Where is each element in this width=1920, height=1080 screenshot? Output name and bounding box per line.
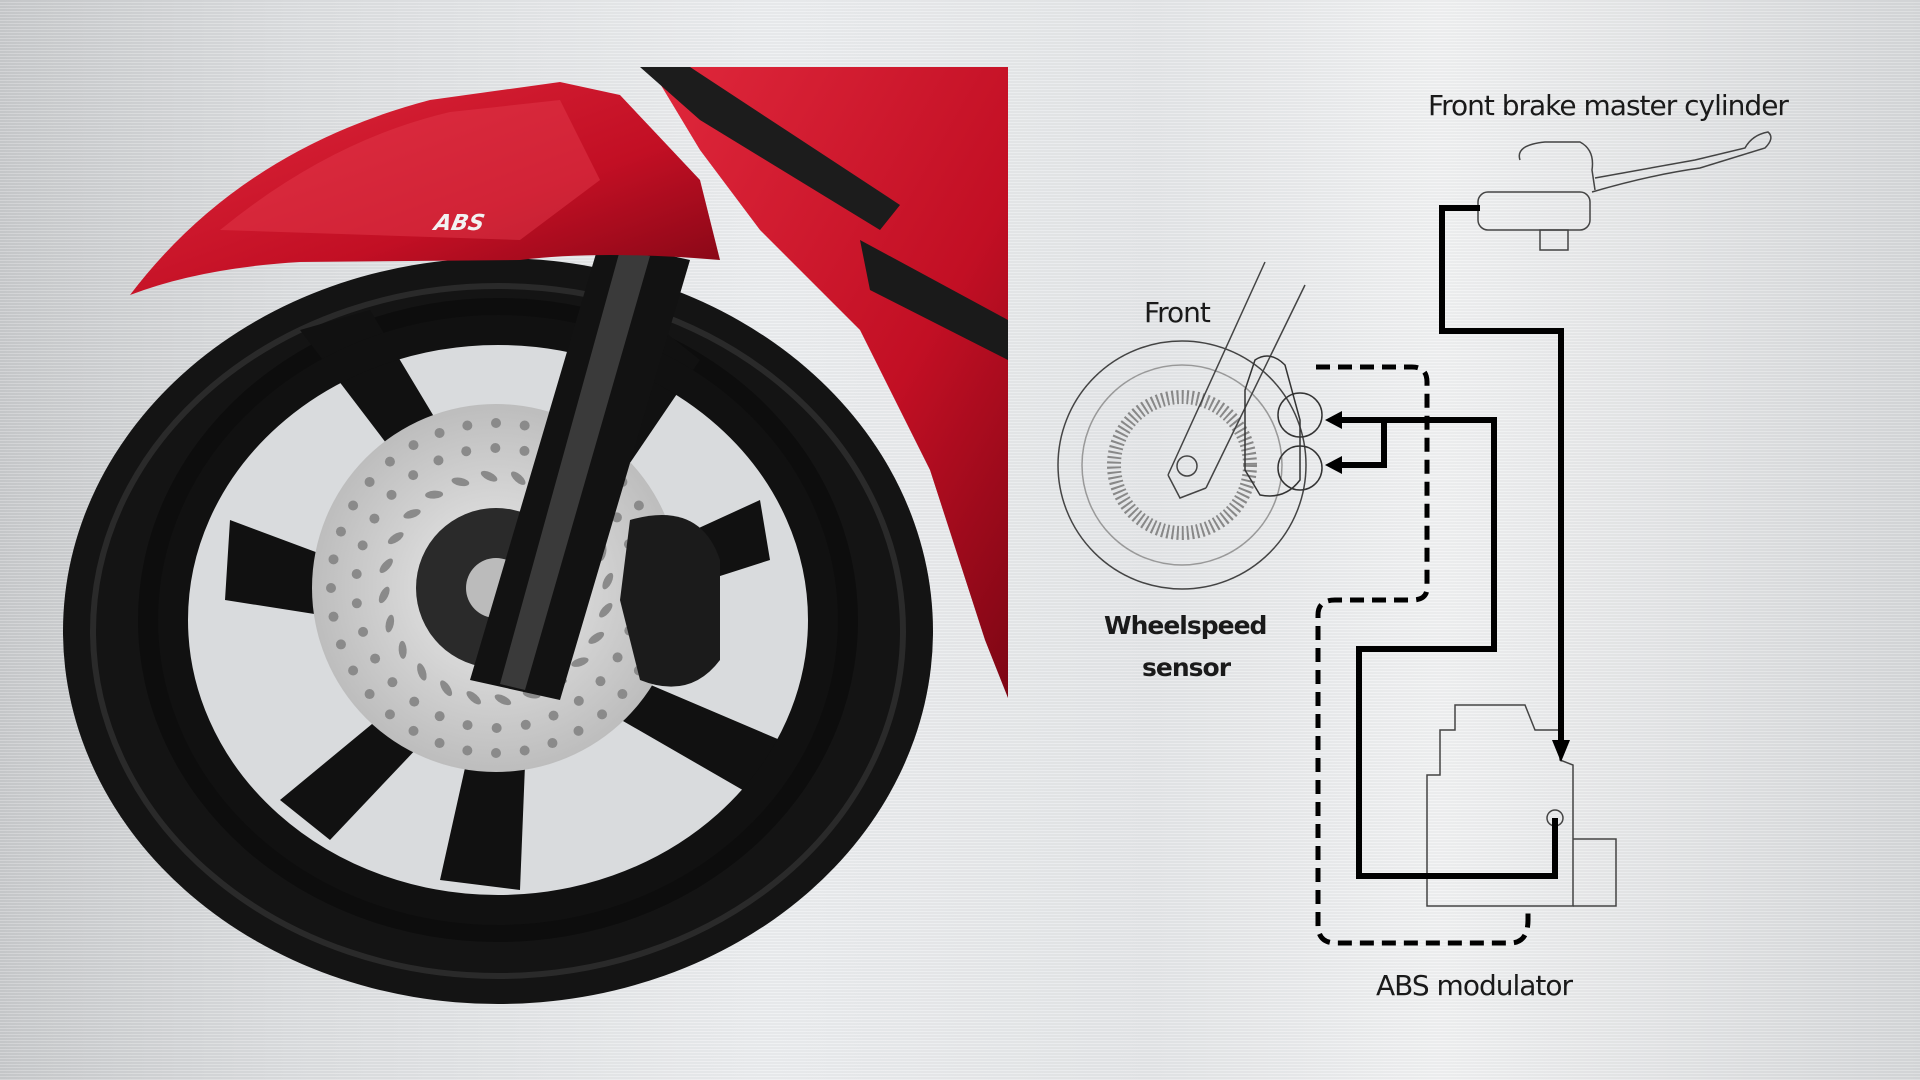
- disc-vent-hole: [490, 443, 501, 454]
- disc-vent-hole: [462, 720, 473, 731]
- flow-arrows: [1325, 411, 1570, 762]
- disc-vent-hole: [595, 676, 606, 687]
- disc-vent-hole: [348, 500, 359, 511]
- disc-vent-hole: [548, 710, 559, 721]
- disc-vent-hole: [408, 440, 419, 451]
- disc-vent-hole: [358, 626, 369, 637]
- disc-vent-hole: [425, 490, 444, 499]
- disc-vent-hole: [384, 709, 395, 720]
- disc-vent-hole: [348, 665, 359, 676]
- disc-vent-hole: [461, 446, 472, 457]
- disc-vent-hole: [612, 652, 623, 663]
- disc-vent-hole: [520, 719, 531, 730]
- disc-vent-hole: [369, 513, 380, 524]
- front-wheel-drawing: [1057, 261, 1323, 590]
- caliper-drawing: [1244, 355, 1301, 497]
- disc-vent-hole: [571, 657, 589, 667]
- disc-vent-hole: [379, 558, 393, 573]
- disc-vent-hole: [328, 611, 339, 622]
- disc-vent-hole: [434, 711, 445, 722]
- disc-vent-hole: [335, 639, 346, 650]
- disc-vent-hole: [573, 695, 584, 706]
- disc-vent-hole: [433, 455, 444, 466]
- disc-vent-hole: [617, 689, 628, 700]
- disc-vent-hole: [335, 526, 346, 537]
- disc-vent-hole: [519, 420, 530, 431]
- disc-vent-hole: [387, 532, 404, 545]
- disc-vent-hole: [466, 691, 481, 705]
- wheelspeed-sensor-ring: [1107, 390, 1257, 540]
- disc-vent-hole: [434, 427, 445, 438]
- disc-vent-hole: [378, 586, 390, 604]
- disc-vent-hole: [417, 663, 427, 681]
- disc-vent-hole: [480, 470, 498, 482]
- disc-vent-hole: [364, 689, 375, 700]
- disc-vent-hole: [387, 677, 398, 688]
- disc-vent-hole: [494, 694, 512, 706]
- disc-vent-hole: [351, 569, 362, 580]
- disc-vent-hole: [434, 738, 445, 749]
- hydraulic-brake-line: [1338, 205, 1564, 879]
- front-label: Front: [1144, 296, 1211, 329]
- disc-vent-hole: [408, 470, 419, 481]
- disc-vent-hole: [491, 418, 501, 428]
- wheelspeed-sensor-label-line1: Wheelspeed: [1104, 611, 1266, 640]
- arrow-down-icon: [1552, 740, 1570, 762]
- arrow-left-icon: [1325, 456, 1342, 474]
- disc-vent-hole: [364, 476, 375, 487]
- disc-vent-hole: [597, 709, 608, 720]
- disc-vent-hole: [351, 598, 362, 609]
- disc-vent-hole: [370, 653, 381, 664]
- disc-vent-hole: [511, 471, 526, 485]
- disc-vent-hole: [440, 680, 453, 697]
- disc-vent-hole: [491, 722, 502, 733]
- disc-vent-hole: [588, 631, 605, 644]
- disc-vent-hole: [519, 445, 530, 456]
- disc-vent-hole: [491, 748, 501, 758]
- disc-vent-hole: [547, 738, 558, 749]
- disc-vent-hole: [385, 614, 395, 633]
- disc-vent-hole: [386, 489, 397, 500]
- disc-vent-hole: [633, 500, 644, 511]
- disc-vent-hole: [462, 420, 473, 431]
- disc-vent-hole: [602, 572, 614, 590]
- disc-vent-hole: [403, 509, 421, 519]
- master-cylinder-label: Front brake master cylinder: [1428, 89, 1789, 122]
- brake-caliper: [620, 515, 720, 687]
- disc-vent-hole: [357, 540, 368, 551]
- master-cylinder-drawing: [1477, 131, 1772, 251]
- abs-modulator-label: ABS modulator: [1376, 969, 1574, 1002]
- disc-vent-hole: [462, 745, 473, 756]
- side-fairing: [650, 67, 1008, 698]
- disc-vent-hole: [409, 696, 420, 707]
- disc-vent-hole: [398, 640, 407, 659]
- arrow-left-icon: [1325, 411, 1342, 429]
- disc-vent-hole: [384, 456, 395, 467]
- wheelspeed-sensor-wire: [1315, 364, 1531, 946]
- disc-vent-hole: [519, 745, 530, 756]
- fender-abs-logo: ABS: [430, 210, 487, 236]
- disc-vent-hole: [573, 725, 584, 736]
- disc-vent-hole: [599, 603, 613, 618]
- wheelspeed-sensor-label-line2: sensor: [1142, 653, 1232, 682]
- disc-vent-hole: [328, 554, 339, 565]
- disc-vent-hole: [326, 583, 336, 593]
- disc-vent-hole: [408, 725, 419, 736]
- disc-vent-hole: [451, 477, 470, 487]
- fork-drawing: [1167, 261, 1306, 499]
